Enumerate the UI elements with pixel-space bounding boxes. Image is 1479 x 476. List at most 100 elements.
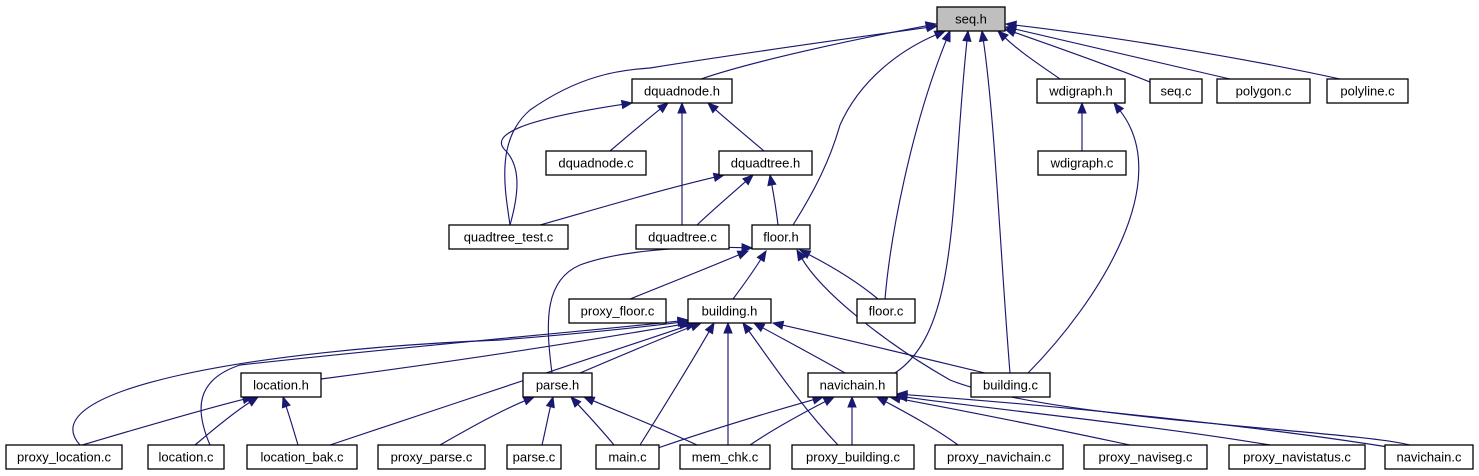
edge-arrowhead <box>704 321 715 335</box>
node-navichain-c[interactable]: navichain.c <box>1384 444 1474 470</box>
edge-line <box>72 321 680 446</box>
edge-parse-c-to-parse-h <box>541 395 555 446</box>
node-box <box>1037 150 1127 176</box>
node-box <box>631 78 733 104</box>
edge-quadtree-test-c-to-dquadnode-h <box>500 99 634 226</box>
node-box <box>807 372 898 398</box>
edge-parse-h-to-building-h <box>579 322 703 374</box>
node-proxy-floor-c[interactable]: proxy_floor.c <box>568 298 667 324</box>
node-parse-h[interactable]: parse.h <box>522 372 593 398</box>
node-label: main.c <box>608 450 647 465</box>
node-label: location_bak.c <box>260 450 344 465</box>
edge-arrowhead <box>1004 20 1017 30</box>
edge-proxy-location-c-to-location-h <box>81 394 255 446</box>
node-quadtree-test-c[interactable]: quadtree_test.c <box>448 224 569 250</box>
node-label: parse.h <box>536 378 579 393</box>
node-mem-chk-c[interactable]: mem_chk.c <box>679 444 771 470</box>
node-dquadnode-h[interactable]: dquadnode.h <box>631 78 733 104</box>
edge-arrowhead <box>656 102 670 114</box>
node-label: quadtree_test.c <box>464 230 554 245</box>
node-label: floor.h <box>763 230 798 245</box>
edge-mem-chk-c-to-building-h <box>723 321 733 445</box>
node-polygon-c[interactable]: polygon.c <box>1216 78 1311 104</box>
node-dquadtree-h[interactable]: dquadtree.h <box>718 150 813 176</box>
edge-arrowhead <box>677 101 687 114</box>
edge-navichain-c-to-navichain-h <box>895 389 1389 448</box>
edge-line <box>884 39 948 300</box>
edge-proxy-navichain-c-to-navichain-h <box>875 396 959 446</box>
node-label: wdigraph.c <box>1050 156 1114 171</box>
node-main-c[interactable]: main.c <box>595 444 660 470</box>
node-seq-c[interactable]: seq.c <box>1149 78 1203 104</box>
edge-line <box>771 183 779 226</box>
node-dquadtree-c[interactable]: dquadtree.c <box>635 224 730 250</box>
node-proxy-building-c[interactable]: proxy_building.c <box>791 444 915 470</box>
node-label: building.c <box>983 378 1038 393</box>
node-box <box>1384 444 1474 470</box>
edge-line <box>747 329 839 446</box>
node-box <box>545 150 647 176</box>
node-box <box>1036 78 1126 104</box>
node-location-h[interactable]: location.h <box>240 372 322 398</box>
node-label: polygon.c <box>1236 84 1292 99</box>
node-location-c[interactable]: location.c <box>147 444 225 470</box>
edge-arrowhead <box>281 395 291 409</box>
edge-arrowhead <box>941 29 951 43</box>
node-building-c[interactable]: building.c <box>970 372 1051 398</box>
node-proxy-parse-c[interactable]: proxy_parse.c <box>377 444 486 470</box>
edge-arrowhead <box>847 395 857 408</box>
node-building-h[interactable]: building.h <box>687 298 772 324</box>
node-navichain-h[interactable]: navichain.h <box>807 372 898 398</box>
node-box <box>5 444 123 470</box>
node-location-bak-c[interactable]: location_bak.c <box>246 444 358 470</box>
node-floor-c[interactable]: floor.c <box>856 298 916 324</box>
edge-arrowhead <box>736 250 750 260</box>
edge-arrowhead <box>570 396 582 408</box>
node-label: proxy_floor.c <box>581 304 655 319</box>
node-box <box>751 224 811 250</box>
edge-navichain-c-to-floor-h <box>796 248 1411 446</box>
edge-floor-c-to-seq-h <box>884 29 951 300</box>
edge-line <box>629 253 740 300</box>
node-proxy-location-c[interactable]: proxy_location.c <box>5 444 123 470</box>
node-seq-h[interactable]: seq.h <box>936 6 1006 32</box>
edge-floor-h-to-seq-h <box>792 30 947 226</box>
edge-line <box>781 324 986 374</box>
node-parse-c[interactable]: parse.c <box>506 444 562 470</box>
node-label: dquadtree.c <box>648 230 717 245</box>
edge-arrowhead <box>1077 101 1087 114</box>
edge-arrowhead <box>978 29 989 43</box>
node-polyline-c[interactable]: polyline.c <box>1326 78 1409 104</box>
edge-line <box>329 325 688 446</box>
edge-mem-chk-c-to-navichain-h <box>749 396 836 446</box>
edge-line <box>654 398 815 450</box>
edge-main-c-to-building-h <box>639 321 715 446</box>
edge-arrowhead <box>1113 101 1125 115</box>
node-proxy-navichain-c[interactable]: proxy_navichain.c <box>934 444 1064 470</box>
node-proxy-naviseg-c[interactable]: proxy_naviseg.c <box>1083 444 1208 470</box>
node-dquadnode-c[interactable]: dquadnode.c <box>545 150 647 176</box>
edge-line <box>905 394 1389 448</box>
node-wdigraph-c[interactable]: wdigraph.c <box>1037 150 1127 176</box>
edge-dquadnode-h-to-seq-h <box>700 21 938 80</box>
edge-line <box>609 108 662 152</box>
edge-arrowhead <box>997 30 1009 42</box>
edge-arrowhead <box>756 249 767 263</box>
node-floor-h[interactable]: floor.h <box>751 224 811 250</box>
node-wdigraph-h[interactable]: wdigraph.h <box>1036 78 1126 104</box>
edge-building-c-to-building-h <box>771 320 986 374</box>
edge-floor-h-to-dquadtree-h <box>767 173 779 226</box>
edge-mem-chk-c-to-parse-h <box>582 396 698 446</box>
node-box <box>506 444 562 470</box>
node-box <box>246 444 358 470</box>
edge-line <box>1013 31 1156 85</box>
node-label: seq.h <box>955 12 987 27</box>
edge-arrowhead <box>796 248 807 262</box>
node-label: navichain.h <box>820 378 886 393</box>
edge-line <box>439 399 526 446</box>
edge-arrowhead <box>582 396 596 406</box>
edge-line <box>500 103 624 226</box>
edge-navichain-h-to-seq-h <box>894 29 972 374</box>
node-proxy-navistatus-c[interactable]: proxy_navistatus.c <box>1228 444 1366 470</box>
edge-line <box>807 253 879 300</box>
